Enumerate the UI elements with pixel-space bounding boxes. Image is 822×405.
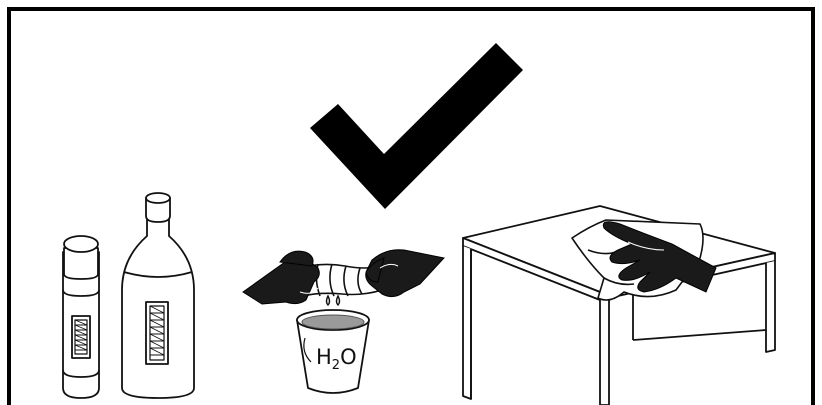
bucket-label-o: O <box>340 345 357 369</box>
cleaning-agent-tube-icon <box>63 236 99 398</box>
checkmark-icon <box>310 43 523 209</box>
bucket-label-h: H <box>316 345 332 369</box>
bucket-label-subscript: 2 <box>332 358 340 373</box>
left-glove-icon <box>243 251 319 304</box>
water-bucket-icon <box>297 310 369 393</box>
water-drops-icon <box>327 296 340 305</box>
cleaning-agent-bottle-icon <box>122 193 194 398</box>
right-glove-icon <box>366 250 444 297</box>
